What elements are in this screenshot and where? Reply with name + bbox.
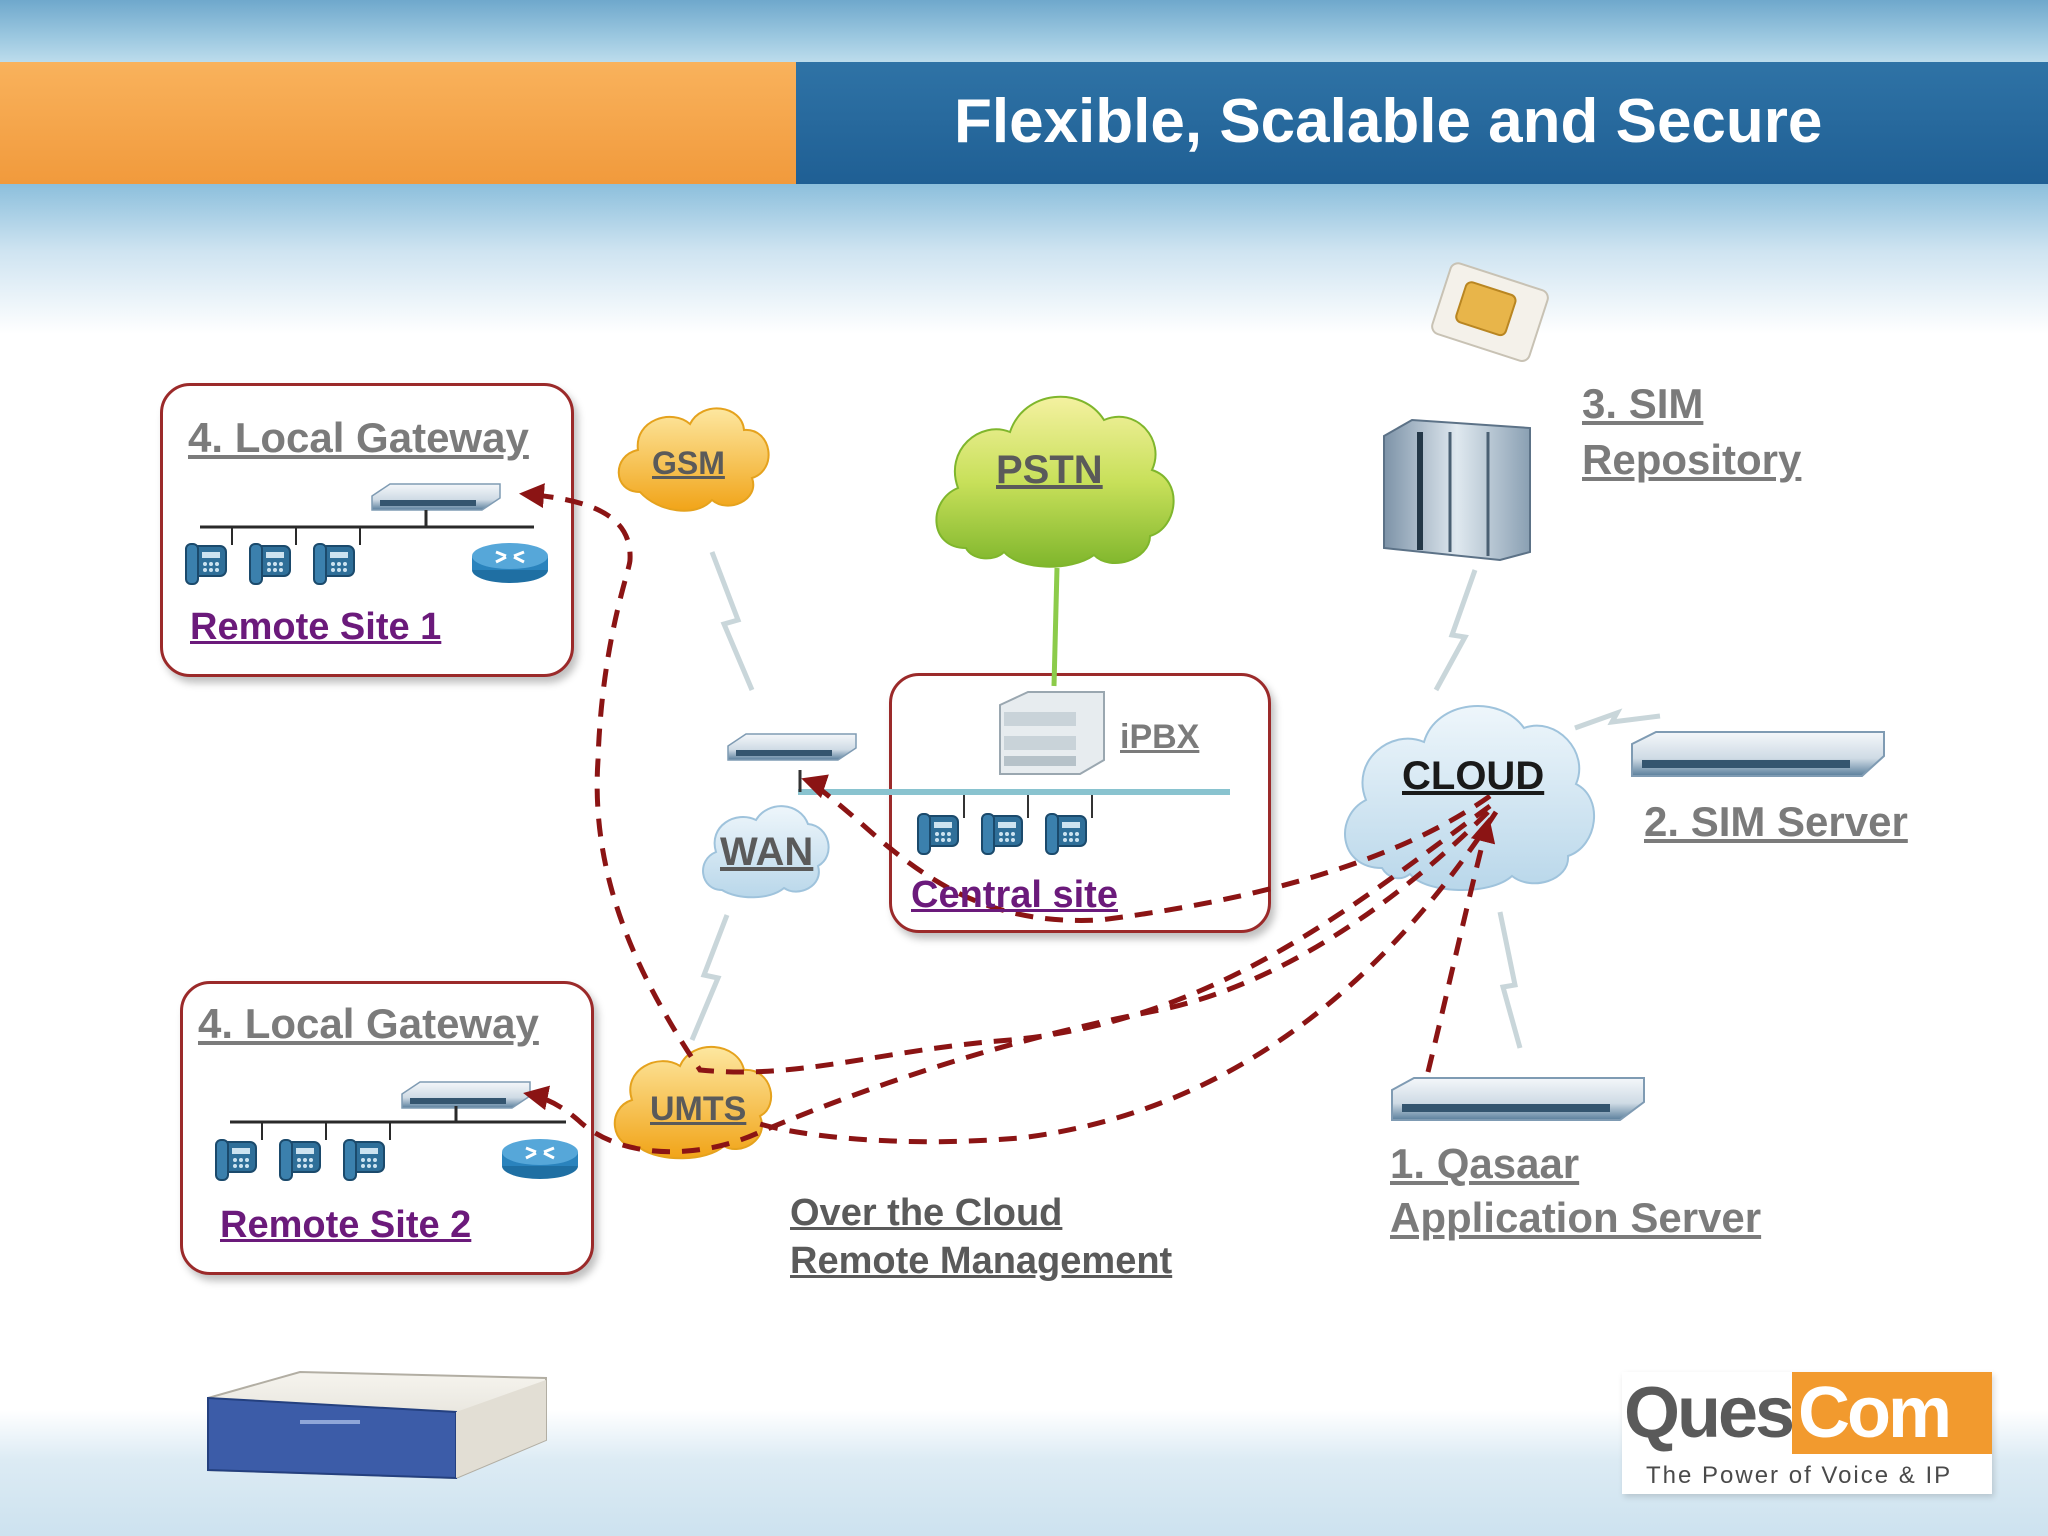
sim-repository-label-line1: 3. SIM: [1582, 380, 1704, 427]
appliance-product-icon: [207, 1370, 547, 1480]
management-label-line1: Over the Cloud: [790, 1192, 1063, 1234]
remote-site-1-lan: [185, 483, 550, 585]
umts-label: UMTS: [650, 1090, 747, 1128]
wan-label: WAN: [720, 830, 814, 874]
wan-cloud: [702, 805, 830, 899]
ipbx-label: iPBX: [1120, 718, 1200, 756]
app-server-label-line2: Application Server: [1390, 1194, 1762, 1241]
link-cloud-central: [801, 774, 1492, 923]
link-cloud-site1: [519, 483, 1492, 1075]
app-server-label-line1: 1. Qasaar: [1390, 1140, 1580, 1187]
lightning-umts: [689, 914, 730, 1041]
quescom-logo: Ques Com The Power of Voice & IP: [1622, 1372, 1992, 1494]
logo-tagline: The Power of Voice & IP: [1646, 1462, 1953, 1489]
sim-server-icon: [1631, 731, 1885, 777]
sim-card-icon: [1431, 262, 1549, 362]
logo-part1: Ques: [1624, 1373, 1795, 1453]
header-blue-bar: [796, 62, 2048, 184]
gsm-label: GSM: [652, 445, 725, 481]
link-appserver-cloud: [1425, 817, 1496, 1073]
pstn-link: [1051, 567, 1060, 687]
ipbx-icon: [999, 691, 1105, 775]
remote-site-2-box: [180, 981, 594, 1275]
remote-site-1-title: 4. Local Gateway: [188, 414, 529, 461]
pstn-label: PSTN: [996, 448, 1103, 492]
remote-site-1-label[interactable]: Remote Site 1: [190, 606, 442, 648]
sim-repository-rack-icon: [1383, 418, 1531, 562]
pstn-cloud: [935, 395, 1175, 568]
logo-orange-block: [1792, 1372, 1992, 1454]
cloud-label: CLOUD: [1402, 754, 1545, 798]
wireless-links: [689, 551, 1661, 1049]
sky-banner: [0, 0, 2048, 62]
central-lan: [798, 770, 1230, 855]
lightning-gsm: [709, 551, 755, 691]
application-server-icon: [1391, 1077, 1645, 1121]
router-icon: [500, 1137, 580, 1181]
link-cloud-site2: [523, 810, 1490, 1155]
lightning-app-server: [1497, 911, 1523, 1049]
wan-gateway-icon: [727, 733, 857, 761]
remote-site-1-box: [160, 383, 574, 677]
sim-repository-label-line2: Repository: [1582, 436, 1802, 483]
router-icon: [470, 541, 550, 585]
gsm-cloud: [617, 407, 770, 512]
central-site-box: [889, 673, 1271, 933]
remote-site-2-title: 4. Local Gateway: [198, 1000, 539, 1047]
management-label-line2: Remote Management: [790, 1240, 1173, 1282]
lightning-sim-server: [1574, 708, 1661, 731]
logo-part2: Com: [1798, 1373, 1952, 1453]
header-orange-bar: [0, 62, 796, 184]
header-gradient-band: [0, 184, 2048, 334]
remote-site-2-label[interactable]: Remote Site 2: [220, 1204, 472, 1246]
central-site-label[interactable]: Central site: [911, 874, 1118, 916]
link-cloud-umts: [759, 810, 1499, 1145]
lightning-sim-repo: [1433, 569, 1478, 692]
sim-server-label: 2. SIM Server: [1644, 798, 1908, 845]
remote-management-links: [519, 483, 1499, 1155]
remote-site-2-lan: [215, 1081, 580, 1181]
slide-title: Flexible, Scalable and Secure: [954, 87, 1823, 156]
